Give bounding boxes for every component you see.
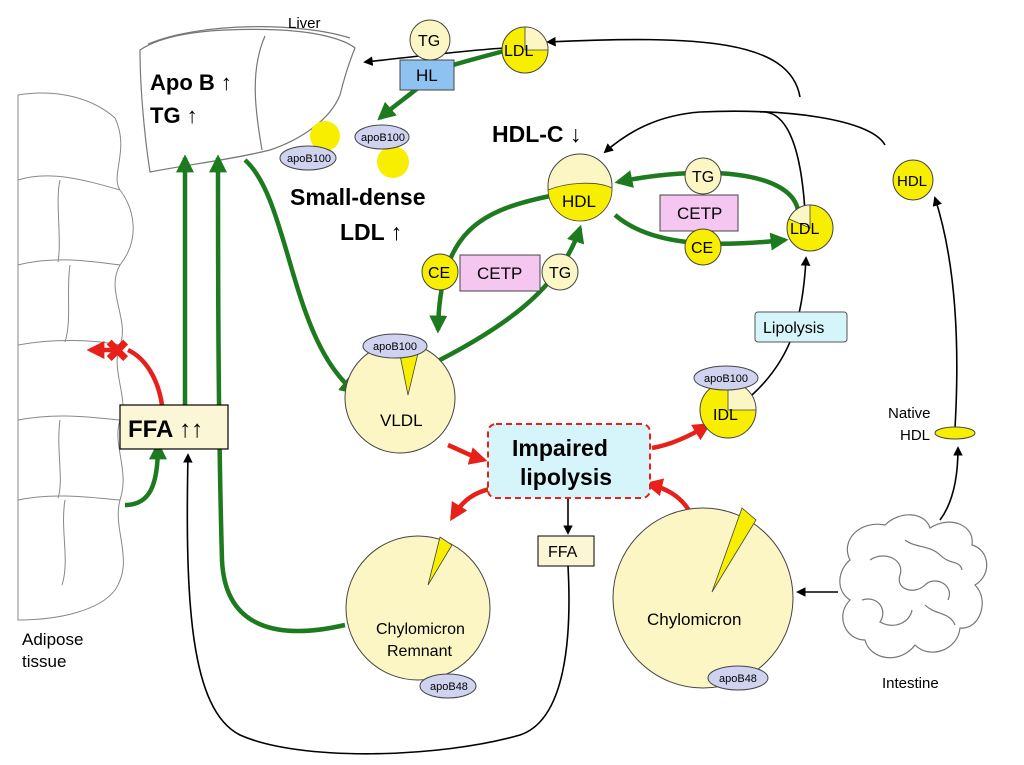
svg-text:Native: Native: [888, 405, 931, 422]
cetp-upper: TG CETP CE: [659, 157, 739, 266]
hdl-right: HDL: [892, 159, 934, 201]
svg-text:lipolysis: lipolysis: [520, 464, 612, 490]
adipose-tissue: [17, 92, 134, 621]
svg-text:HDL: HDL: [900, 427, 930, 444]
svg-text:TG: TG: [692, 169, 714, 186]
ffa-main-box: FFA ↑↑: [119, 404, 229, 450]
vldl-particle: apoB100 VLDL: [344, 333, 456, 454]
svg-text:HDL: HDL: [897, 173, 927, 190]
hdl-c-label: HDL-C ↓: [492, 121, 581, 147]
red-arrows: [86, 341, 712, 522]
svg-text:apoB100: apoB100: [704, 373, 748, 385]
green-arrows: [124, 47, 801, 634]
idl-particle: apoB100 IDL: [693, 365, 759, 439]
svg-text:FFA: FFA: [548, 544, 578, 561]
intestine-label: Intestine: [882, 675, 939, 692]
liver-tg: TG ↑: [150, 103, 198, 128]
liver-label: Liver: [288, 15, 321, 32]
svg-text:CE: CE: [691, 240, 713, 257]
chylomicron: Chylomicron apoB48: [612, 507, 794, 691]
svg-text:Chylomicron: Chylomicron: [376, 621, 465, 638]
cetp-lower: CE CETP TG: [421, 253, 579, 292]
impaired-lipolysis-box: Impaired lipolysis: [487, 423, 651, 499]
svg-text:CETP: CETP: [477, 264, 522, 283]
svg-text:Impaired: Impaired: [512, 435, 608, 461]
svg-text:Remnant: Remnant: [387, 643, 452, 660]
svg-text:apoB100: apoB100: [373, 341, 417, 353]
chylomicron-remnant: Chylomicron Remnant apoB48: [345, 535, 491, 699]
svg-text:apoB48: apoB48: [719, 673, 757, 685]
black-arrows: [183, 36, 963, 755]
top-tg-hl-ldl: TG HL LDL: [399, 19, 549, 91]
adipose-label-2: tissue: [22, 652, 66, 671]
svg-text:CETP: CETP: [677, 204, 722, 223]
lipolysis-box: Lipolysis: [754, 311, 848, 343]
svg-text:HL: HL: [416, 66, 438, 85]
svg-text:TG: TG: [549, 265, 571, 282]
native-hdl: Native HDL: [888, 405, 976, 444]
small-dense-label-2: LDL ↑: [340, 219, 402, 245]
hdl-center: HDL: [547, 153, 613, 222]
ldl-right: LDL: [786, 204, 834, 252]
svg-text:CE: CE: [428, 265, 450, 282]
small-dense-ldl: apoB100 apoB100: [279, 121, 410, 178]
svg-text:Chylomicron: Chylomicron: [647, 610, 741, 629]
ffa-main-label: FFA ↑↑: [128, 416, 203, 443]
svg-text:HDL: HDL: [562, 192, 596, 211]
svg-text:LDL: LDL: [504, 43, 533, 60]
svg-text:IDL: IDL: [713, 407, 738, 424]
adipose-label: Adipose: [22, 630, 83, 649]
ffa-small-box: FFA: [537, 535, 595, 567]
liver-apob: Apo B ↑: [150, 70, 232, 95]
blocked-x-icon: ✖: [104, 333, 131, 369]
svg-text:TG: TG: [418, 33, 440, 50]
svg-text:apoB100: apoB100: [287, 153, 331, 165]
svg-text:apoB48: apoB48: [430, 681, 468, 693]
small-dense-label: Small-dense: [290, 184, 426, 210]
svg-text:VLDL: VLDL: [380, 411, 423, 430]
svg-text:LDL: LDL: [790, 221, 819, 238]
intestine-shape: [839, 514, 988, 659]
svg-text:Lipolysis: Lipolysis: [763, 320, 824, 337]
liver-shape: [139, 26, 356, 173]
svg-text:apoB100: apoB100: [361, 132, 405, 144]
